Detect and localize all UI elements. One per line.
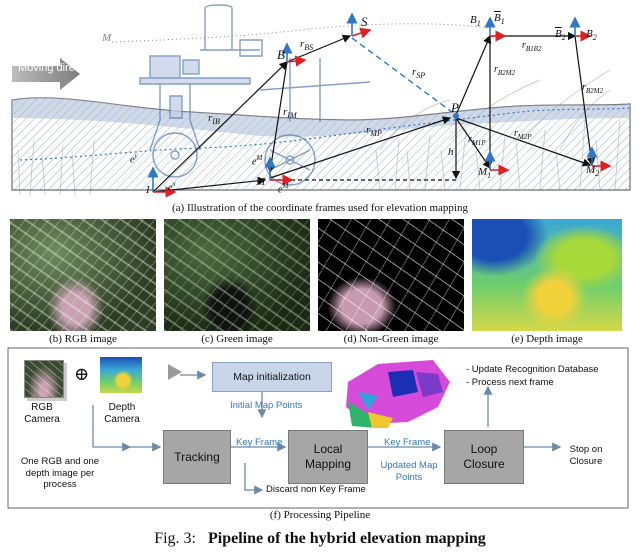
non-green-caption: (d) Non-Green image: [343, 333, 439, 345]
depth-image: [472, 219, 622, 331]
oplus-icon: ⊕: [74, 364, 90, 384]
panel-a-caption: (a) Illustration of the coordinate frame…: [172, 202, 468, 214]
label-r-M1P: rM1P: [468, 134, 486, 147]
label-r-B2M2-right: rB2M2: [582, 82, 604, 95]
key-frame-label-2: Key Frame: [384, 437, 431, 448]
rgb-caption: (b) RGB image: [49, 333, 117, 345]
label-S: S: [361, 14, 368, 29]
figure-caption: Fig. 3: Pipeline of the hybrid elevation…: [154, 530, 486, 547]
key-frame-label-1: Key Frame: [236, 437, 283, 448]
label-M1: M1: [478, 166, 492, 181]
tracking-box: Tracking: [163, 430, 231, 484]
label-e-y: ey: [130, 152, 138, 166]
label-e-x: ex: [168, 180, 176, 194]
label-h: h: [448, 146, 454, 158]
panel-a-diagram: [11, 4, 631, 198]
green-image: [164, 219, 310, 331]
green-caption: (c) Green image: [201, 333, 273, 345]
discard-label: Discard non Key Frame: [266, 484, 366, 495]
arrow-to-map-init: [168, 364, 182, 380]
label-M2: M2: [586, 164, 600, 179]
label-r-B1B2: rB1B2: [522, 40, 542, 53]
label-r-MP: rMP: [366, 124, 382, 139]
moving-direction-label: Moving direction: [18, 62, 99, 74]
process-next-text: - Process next frame: [466, 377, 554, 388]
label-B1: B1: [470, 14, 481, 29]
depth-caption: (e) Depth image: [511, 333, 583, 345]
initial-map-points-label: Initial Map Points: [230, 400, 303, 411]
ground-estimate-line: [19, 107, 631, 161]
panel-f-caption: (f) Processing Pipeline: [269, 509, 371, 521]
rgb-camera-thumb: [24, 360, 64, 398]
label-r-B2M2: rB2M2: [494, 64, 516, 77]
robot-vehicle: [139, 4, 371, 186]
label-r-IB: rIB: [208, 112, 220, 127]
depth-camera-thumb: [100, 357, 142, 393]
label-I: I: [146, 184, 150, 196]
trajectory-dotted: [111, 23, 491, 43]
label-r-M2P: rM2P: [514, 128, 532, 141]
label-e-zM: eM: [252, 154, 263, 168]
label-B2-tilde: B2: [555, 28, 566, 43]
label-r-BS: rBS: [300, 38, 314, 53]
label-r-IM: rIM: [283, 106, 297, 121]
update-db-text: - Update Recognition Database: [466, 364, 599, 375]
label-M-top: M: [102, 32, 112, 44]
non-green-image: [318, 219, 464, 331]
point-cloud-image: [346, 360, 450, 428]
label-B2: B2: [586, 28, 597, 43]
label-e-xM: eM: [278, 182, 289, 196]
label-B1-tilde: B1: [494, 12, 505, 27]
label-M: M: [256, 176, 266, 188]
label-P: P: [451, 100, 459, 115]
rgb-image: [10, 219, 156, 331]
moving-direction-arrow: [12, 58, 80, 90]
label-r-SP: rSP: [412, 66, 426, 81]
label-B: B: [277, 47, 285, 62]
map-initialization-box: Map initialization: [212, 362, 332, 392]
